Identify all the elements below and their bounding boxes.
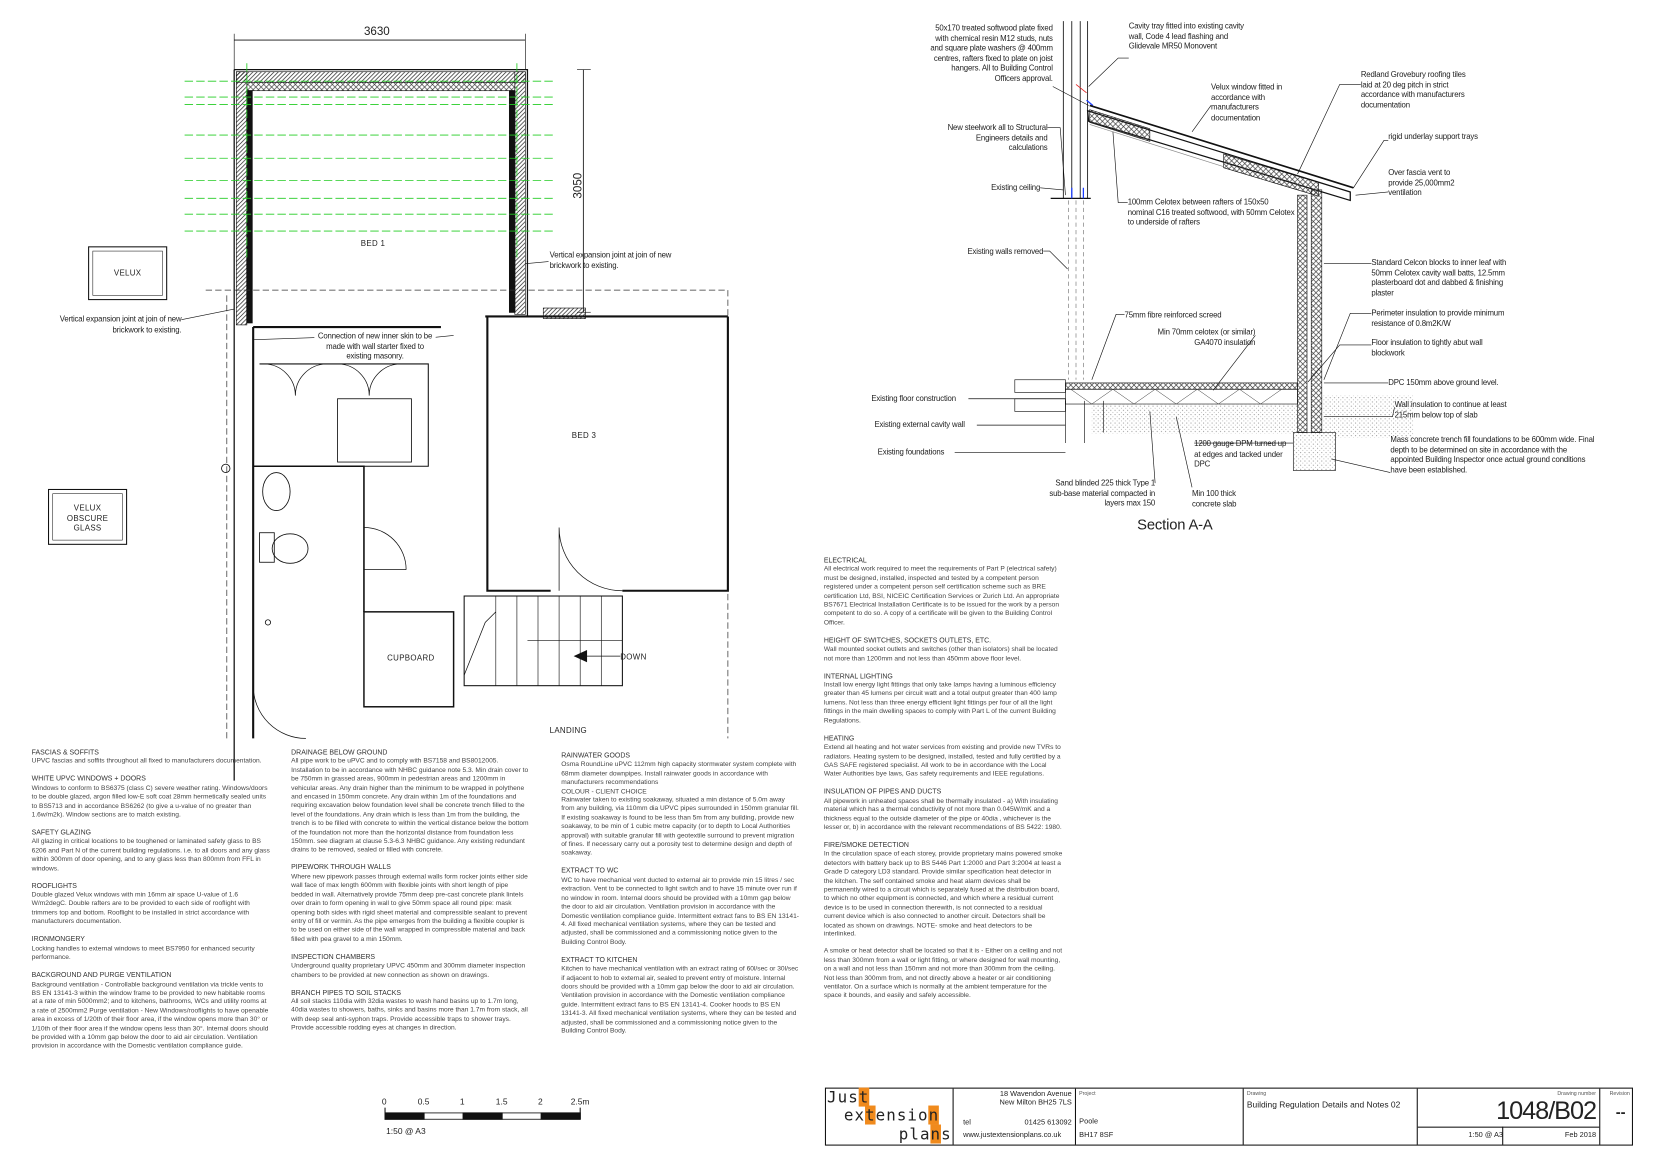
section-label: Min 70mm celotex (or similar) GA4070 ins… xyxy=(1157,327,1256,347)
scale-tick: 1.5 xyxy=(495,1097,508,1107)
revision-cell: Revision -- xyxy=(1609,1090,1630,1121)
drawing-title-cell: Drawing Building Regulation Details and … xyxy=(1244,1088,1418,1145)
scale-label: 1:50 @ A3 xyxy=(386,1126,426,1137)
drawing-number: 1048/B02 xyxy=(1496,1097,1597,1126)
dimension-depth: 3050 xyxy=(572,172,585,199)
section-label: Existing ceiling xyxy=(991,182,1041,192)
room-label-cupboard: CUPBOARD xyxy=(387,652,435,663)
section-label: Standard Celcon blocks to inner leaf wit… xyxy=(1371,257,1507,298)
section-label: Floor insulation to tightly abut wall bl… xyxy=(1371,337,1483,358)
note-switches: HEIGHT OF SWITCHES, SOCKETS OUTLETS, ETC… xyxy=(823,636,1058,663)
website-link[interactable]: www.justextensionplans.co.uk xyxy=(963,1131,1062,1140)
section-label: Min 100 thick concrete slab xyxy=(1192,488,1237,509)
section-label: Redland Grovebury roofing tiles laid at … xyxy=(1360,69,1466,110)
section-label: 100mm Celotex between rafters of 150x50 … xyxy=(1127,197,1295,228)
section-label: Sand blinded 225 thick Type 1 sub-base m… xyxy=(1049,477,1156,508)
company-logo: Just extension plans xyxy=(827,1087,954,1145)
scale-tick: 2.5m xyxy=(570,1097,590,1107)
section-a-a xyxy=(954,21,1414,488)
velux-obscure-label: VELUX OBSCURE GLASS xyxy=(66,503,109,533)
section-label: Wall insulation to continue at least 215… xyxy=(1394,399,1507,420)
room-label-bed3: BED 3 xyxy=(571,430,597,440)
section-label: Existing external cavity wall xyxy=(874,419,965,430)
section-label: Existing foundations xyxy=(877,447,945,457)
section-title: Section A-A xyxy=(1137,515,1213,533)
section-label: Perimeter insulation to provide minimum … xyxy=(1371,308,1505,328)
scale-tick: 0 xyxy=(381,1097,387,1107)
section-label: 75mm fibre reinforced screed xyxy=(1124,310,1222,320)
velux-label: VELUX xyxy=(113,267,142,278)
scale-tick: 0.5 xyxy=(417,1097,430,1107)
section-label: Mass concrete trench fill foundations to… xyxy=(1390,434,1595,475)
project-cell: Project Poole BH17 8SF xyxy=(1076,1088,1244,1145)
room-label-landing: LANDING xyxy=(549,725,588,736)
section-label: Existing floor construction xyxy=(871,393,956,403)
annotation-expansion-joint-left: Vertical expansion joint at join of new … xyxy=(59,314,182,334)
annotation-connection: Connection of new inner skin to be made … xyxy=(314,331,436,362)
dimension-width: 3630 xyxy=(363,25,390,38)
section-label: Over fascia vent to provide 25,000mm2 ve… xyxy=(1388,167,1455,198)
floor-plan xyxy=(47,33,729,781)
section-label: 1200 gauge DPM turned up at edges and ta… xyxy=(1194,438,1287,469)
scale-tick: 2 xyxy=(537,1097,543,1107)
scale-bar xyxy=(384,1107,581,1120)
stair-direction-label: DOWN xyxy=(620,651,647,662)
section-label: New steelwork all to Structural Engineer… xyxy=(947,122,1048,153)
section-label: Cavity tray fitted into existing cavity … xyxy=(1128,21,1244,51)
section-label: DPC 150mm above ground level. xyxy=(1388,377,1499,388)
annotation-expansion-joint-right: Vertical expansion joint at join of new … xyxy=(549,250,672,270)
section-label: rigid underlay support trays xyxy=(1388,131,1478,142)
section-label: Existing walls removed xyxy=(967,246,1044,257)
scale-tick: 1 xyxy=(459,1097,465,1107)
room-label-bed1: BED 1 xyxy=(360,238,386,248)
drawing-number-cell: Drawing number 1048/B02 1:50 @ A3 Feb 20… xyxy=(1417,1088,1601,1145)
section-label: 50x170 treated softwood plate fixed with… xyxy=(930,23,1053,84)
section-label: Velux window fitted in accordance with m… xyxy=(1211,82,1283,123)
